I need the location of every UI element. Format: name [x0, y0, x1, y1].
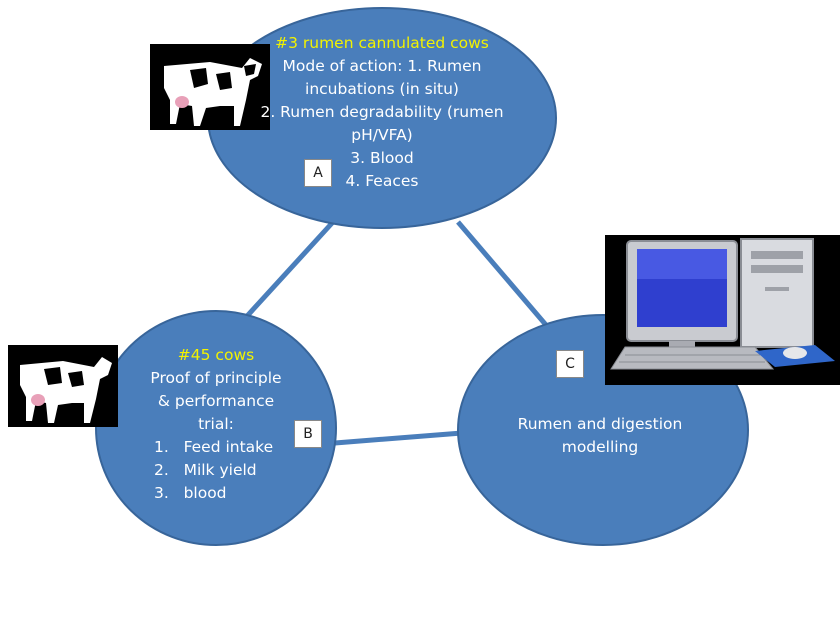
- node-b-line: trial:: [198, 415, 234, 433]
- node-b-text: #45 cows Proof of principle & performanc…: [126, 344, 306, 505]
- node-c-label: C: [556, 350, 584, 378]
- node-a-line: 4. Feaces: [345, 172, 419, 190]
- node-b-label: B: [294, 420, 322, 448]
- connector-b-c: [334, 430, 463, 446]
- connector-a-c: [456, 220, 548, 327]
- node-a-text: #3 rumen cannulated cows Mode of action:…: [247, 32, 517, 193]
- cow-icon: [8, 345, 118, 427]
- node-b-line: & performance: [157, 392, 275, 410]
- node-a-label: A: [304, 159, 332, 187]
- node-a-line: incubations (in situ): [305, 80, 459, 98]
- node-a-line: 3. Blood: [350, 149, 414, 167]
- node-a-title: #3 rumen cannulated cows: [275, 34, 489, 52]
- cow-icon: [150, 44, 270, 130]
- node-b-title: #45 cows: [177, 346, 255, 364]
- node-c-text: Rumen and digestion modelling: [490, 413, 710, 459]
- node-c-line: Rumen and digestion: [517, 415, 683, 433]
- node-b-list-item: 3. blood: [154, 484, 227, 502]
- node-a-line: 2. Rumen degradability (rumen: [260, 103, 504, 121]
- node-b-list-item: 2. Milk yield: [154, 461, 257, 479]
- computer-icon: [605, 235, 840, 385]
- node-b-line: Proof of principle: [150, 369, 282, 387]
- node-a-line: Mode of action: 1. Rumen: [282, 57, 482, 75]
- node-a-line: pH/VFA): [351, 126, 413, 144]
- node-b-list-item: 1. Feed intake: [154, 438, 274, 456]
- node-b-circle: [95, 310, 337, 546]
- node-c-line: modelling: [561, 438, 639, 456]
